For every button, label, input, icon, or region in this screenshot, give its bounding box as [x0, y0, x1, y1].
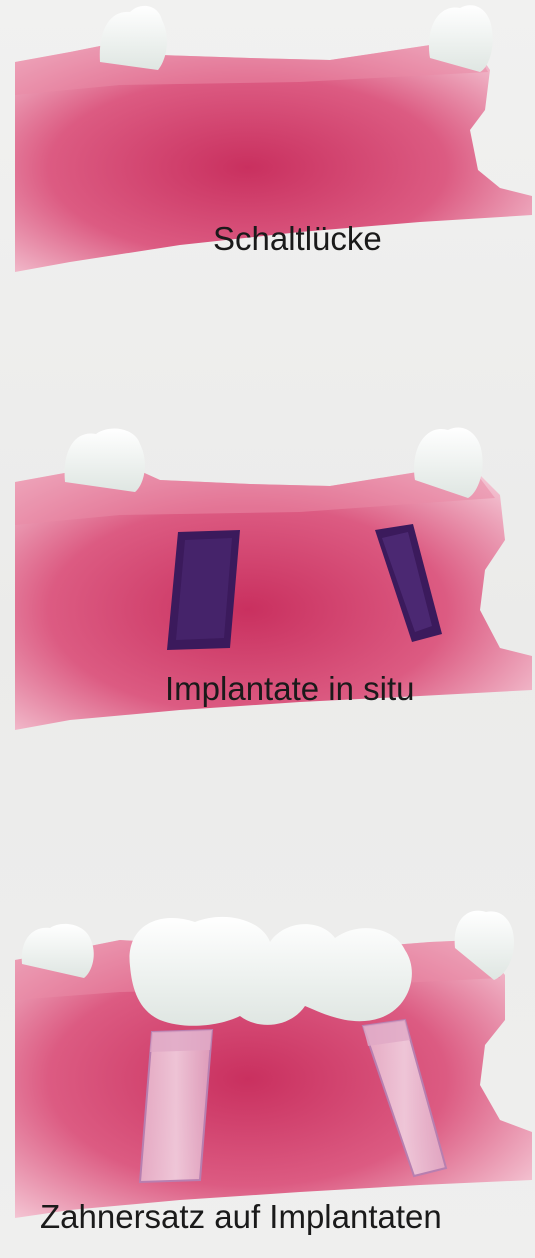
caption-implants: Implantate in situ [165, 670, 414, 708]
jaw-gap-drawing [0, 0, 535, 400]
panel-implants: Implantate in situ [0, 420, 535, 750]
panel-restoration: Zahnersatz auf Implantaten [0, 880, 535, 1258]
caption-gap: Schaltlücke [213, 220, 382, 258]
implant-left-texture [176, 538, 232, 640]
implant-left [140, 1030, 212, 1182]
implant-left-cap [150, 1030, 212, 1052]
panel-gap: Schaltlücke [0, 0, 535, 400]
caption-restoration: Zahnersatz auf Implantaten [40, 1198, 442, 1236]
bridge [130, 917, 412, 1026]
tooth-left [100, 6, 167, 70]
tooth-left [65, 429, 145, 492]
